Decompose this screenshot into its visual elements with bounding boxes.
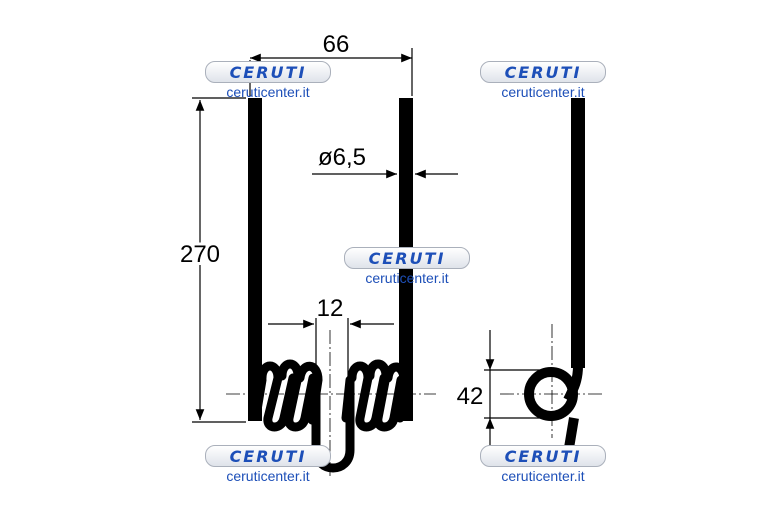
dim-coil-gap-label: 12 (317, 295, 344, 322)
left-coil (251, 359, 323, 432)
watermark-brand: CERUTI (480, 445, 606, 467)
watermark-site: ceruticenter.it (501, 468, 585, 484)
dim-width-label: 66 (323, 31, 350, 58)
dim-coil-diameter-label: 42 (457, 383, 484, 410)
right-coil (341, 359, 409, 432)
watermark-site: ceruticenter.it (365, 270, 449, 286)
watermark-brand: CERUTI (205, 61, 331, 83)
dim-height (192, 97, 246, 423)
watermark: CERUTI ceruticenter.it (205, 61, 331, 103)
dim-height-label: 270 (180, 241, 220, 268)
watermark: CERUTI ceruticenter.it (480, 61, 606, 103)
watermark-site: ceruticenter.it (226, 468, 310, 484)
dim-wire-diameter-label: ø6,5 (318, 144, 366, 171)
watermark: CERUTI ceruticenter.it (205, 445, 331, 487)
watermark-brand: CERUTI (344, 247, 470, 269)
watermark: CERUTI ceruticenter.it (344, 247, 470, 289)
dim-coil-gap (268, 318, 394, 378)
left-leg (248, 98, 262, 421)
watermark-brand: CERUTI (205, 445, 331, 467)
watermark-site: ceruticenter.it (226, 84, 310, 100)
side-leg (571, 98, 585, 368)
watermark-brand: CERUTI (480, 61, 606, 83)
watermark-site: ceruticenter.it (501, 84, 585, 100)
side-coil-join (563, 365, 583, 403)
watermark: CERUTI ceruticenter.it (480, 445, 606, 487)
